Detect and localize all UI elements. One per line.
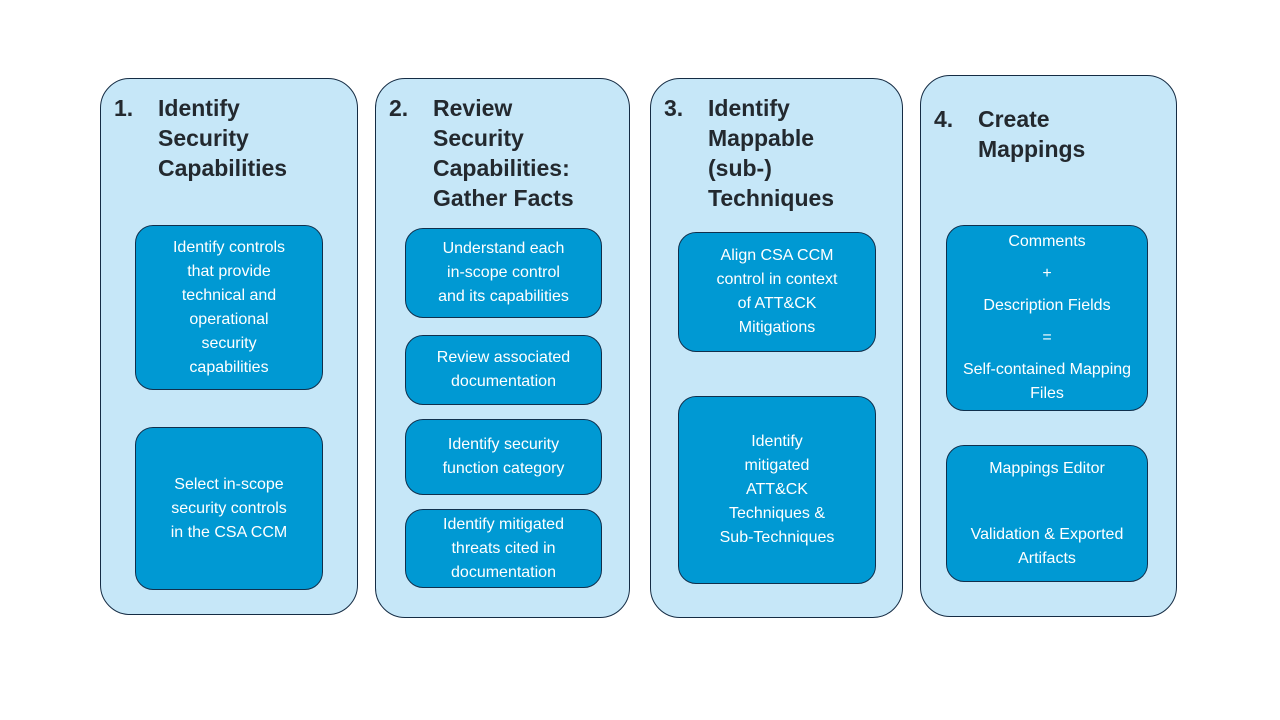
task-box-line: security [201, 334, 257, 352]
task-box-line: ATT&CK [746, 481, 808, 498]
step-column-3: 3. Identify Mappable (sub-) Techniques A… [650, 78, 903, 618]
task-box-line: operational [189, 310, 269, 328]
task-box-line: Align CSA CCM [720, 247, 834, 264]
step-heading: 3. Identify Mappable (sub-) Techniques [664, 93, 896, 213]
step-title: Identify Security Capabilities [158, 95, 288, 181]
task-box-line: Validation & Exported Artifacts [970, 525, 1124, 567]
task-box-line: in the CSA CCM [170, 523, 288, 541]
task-box-line: control in context [716, 271, 838, 288]
task-box: Identify mitigated ATT&CK Techniques & S… [678, 396, 876, 584]
step-heading: 1. Identify Security Capabilities [114, 93, 351, 183]
step-number: 1. [114, 95, 134, 121]
task-box-line: technical and [181, 286, 277, 304]
task-box: Understand each in-scope control and its… [405, 228, 602, 318]
step-number: 4. [934, 106, 954, 132]
task-box-line: mitigated [744, 457, 810, 474]
task-box-line: Description Fields [983, 297, 1111, 314]
task-box-line: that provide [187, 262, 271, 280]
task-box-line: Identify controls [172, 238, 286, 256]
task-box: Review associated documentation [405, 335, 602, 405]
task-box: Identify security function category [405, 419, 602, 495]
step-number: 3. [664, 95, 684, 121]
task-box-line: Identify mitigated [443, 515, 564, 533]
task-box: Align CSA CCM control in context of ATT&… [678, 232, 876, 352]
task-box: Comments + Description Fields = Self-con… [946, 225, 1148, 411]
task-box: Identify mitigated threats cited in docu… [405, 509, 602, 588]
task-box: Mappings Editor Validation & Exported Ar… [946, 445, 1148, 582]
task-box-line: capabilities [189, 358, 269, 376]
task-box-line: Mappings Editor [989, 459, 1105, 477]
step-heading: 2. Review Security Capabilities: Gather … [389, 93, 623, 213]
step-column-4: 4. Create Mappings Comments + Descriptio… [920, 75, 1177, 617]
task-box-line: Identify [751, 433, 803, 450]
step-column-2: 2. Review Security Capabilities: Gather … [375, 78, 630, 618]
step-heading: 4. Create Mappings [934, 104, 1170, 164]
task-box-line: security controls [171, 499, 287, 517]
task-box-line: Sub-Techniques [719, 529, 835, 546]
step-title: Review Security Capabilities: Gather Fac… [433, 95, 574, 211]
task-box-line: threats cited in [451, 539, 556, 557]
task-box-line: documentation [451, 563, 556, 581]
task-box-line: Mitigations [738, 319, 816, 336]
task-box: Select in-scope security controls in the… [135, 427, 323, 590]
task-box-line: documentation [451, 373, 556, 390]
task-box-line: Techniques & [728, 505, 826, 522]
task-box-line: Understand each [442, 240, 565, 257]
task-box-line: of ATT&CK [737, 295, 817, 312]
equals-separator: = [1042, 329, 1052, 346]
task-box-line: Comments [1008, 233, 1086, 250]
task-box-line: in-scope control [447, 264, 560, 281]
task-box-line: Review associated [436, 349, 571, 366]
step-number: 2. [389, 95, 409, 121]
task-box-line: Self-contained Mapping Files [962, 361, 1132, 402]
task-box: Identify controls that provide technical… [135, 225, 323, 390]
step-title: Identify Mappable (sub-) Techniques [708, 95, 835, 211]
task-box-line: Identify security [447, 436, 560, 453]
task-box-line: and its capabilities [438, 288, 569, 305]
task-box-line: Select in-scope [174, 475, 284, 493]
step-column-1: 1. Identify Security Capabilities Identi… [100, 78, 358, 615]
task-box-line: function category [442, 460, 565, 477]
plus-separator: + [1042, 265, 1052, 282]
step-title: Create Mappings [978, 106, 1086, 162]
